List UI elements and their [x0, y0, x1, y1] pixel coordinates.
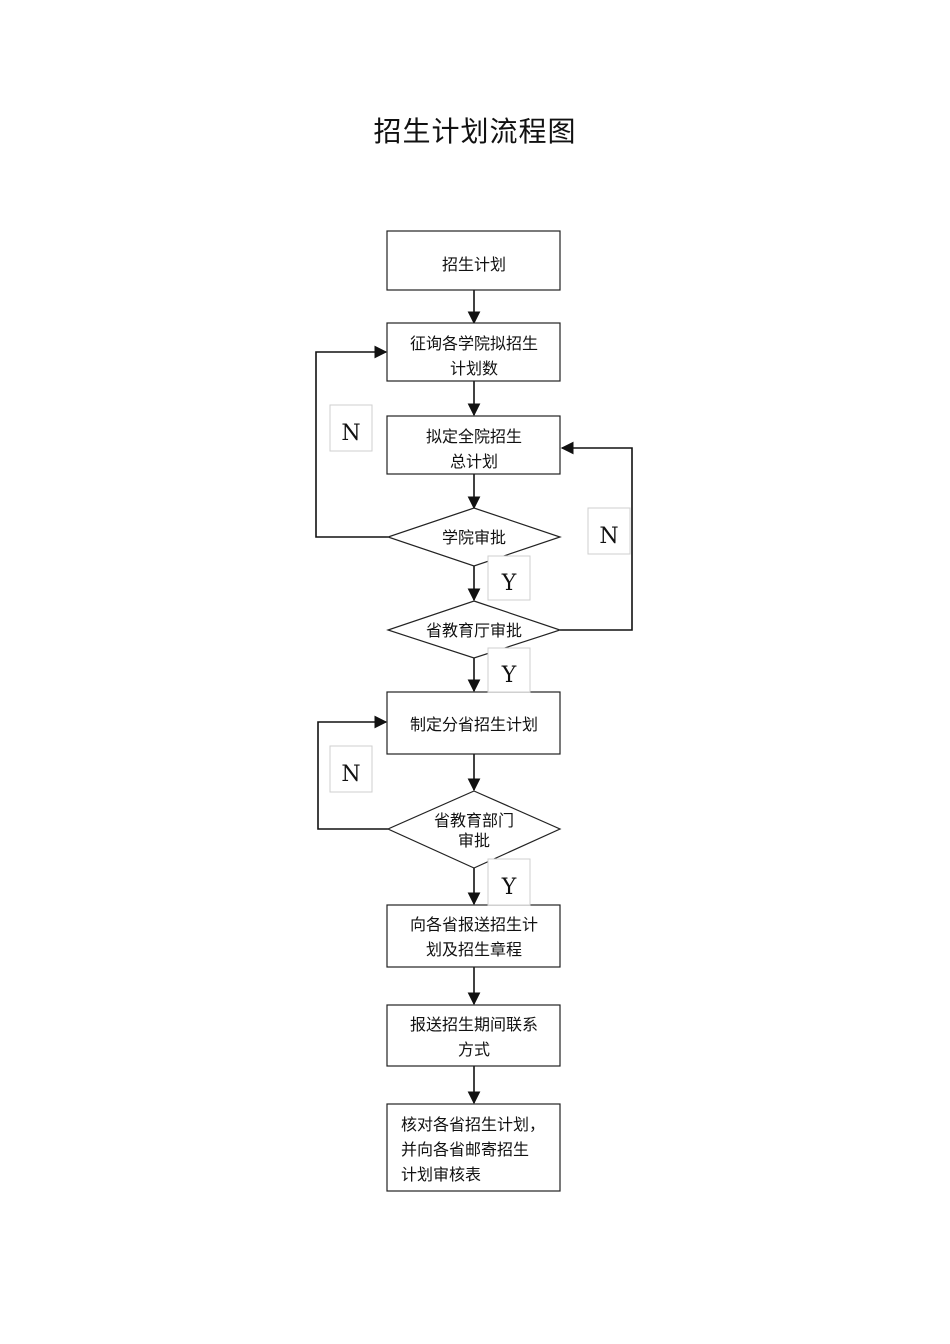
node-text: 划及招生章程: [426, 940, 522, 959]
node-text: 学院审批: [442, 528, 506, 547]
node-text: 计划审核表: [401, 1165, 481, 1184]
connectors: [315, 290, 633, 1105]
label-no-2: N: [587, 507, 631, 555]
decision-diamond-d2: 省教育厅审批: [386, 600, 562, 659]
label-no-3: N: [329, 745, 373, 793]
process-box-n3: 拟定全院招生 总计划: [386, 415, 561, 475]
label-text: N: [341, 421, 360, 446]
node-text: 报送招生期间联系: [410, 1015, 538, 1034]
node-text: 方式: [458, 1040, 490, 1059]
loop-d1-to-n2: [315, 345, 388, 538]
node-text: 省教育部门: [434, 811, 514, 830]
page-title: 招生计划流程图: [373, 115, 577, 148]
node-text: 并向各省邮寄招生: [401, 1140, 529, 1159]
node-text: 拟定全院招生: [426, 427, 522, 446]
label-text: Y: [501, 875, 517, 900]
decision-diamond-d1: 学院审批: [386, 507, 562, 567]
node-text: 计划数: [450, 359, 498, 378]
node-text: 向各省报送招生计: [410, 915, 538, 934]
node-text: 制定分省招生计划: [410, 715, 538, 734]
label-text: N: [341, 762, 360, 787]
process-box-n5: 向各省报送招生计 划及招生章程: [386, 904, 561, 968]
label-text: N: [599, 524, 618, 549]
label-text: Y: [501, 571, 517, 596]
label-yes-3: Y: [487, 858, 531, 906]
process-box-n1: 招生计划: [386, 230, 561, 291]
decision-diamond-d3: 省教育部门 审批: [386, 790, 562, 869]
label-yes-2: Y: [487, 647, 531, 693]
process-box-n7: 核对各省招生计划， 并向各省邮寄招生 计划审核表: [386, 1103, 561, 1192]
process-box-n4: 制定分省招生计划: [386, 691, 561, 755]
node-text: 招生计划: [442, 255, 506, 274]
loop-d2-to-n3: [560, 441, 633, 631]
process-box-n6: 报送招生期间联系 方式: [386, 1004, 561, 1067]
process-box-n2: 征询各学院拟招生 计划数: [386, 322, 561, 382]
label-no-1: N: [329, 404, 373, 452]
node-text: 审批: [458, 831, 490, 850]
node-text: 核对各省招生计划，: [401, 1115, 545, 1134]
node-text: 总计划: [450, 452, 498, 471]
label-text: Y: [501, 663, 517, 688]
label-yes-1: Y: [487, 555, 531, 601]
node-text: 征询各学院拟招生: [410, 334, 538, 353]
loop-d3-to-n4: [317, 715, 388, 830]
node-text: 省教育厅审批: [426, 621, 522, 640]
